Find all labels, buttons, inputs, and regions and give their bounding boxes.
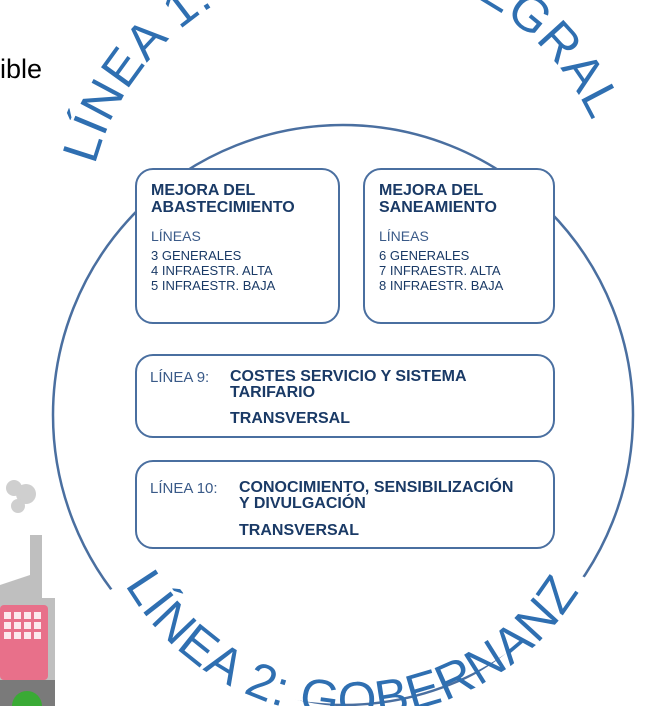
box-saneamiento-lines-heading: LÍNEAS xyxy=(379,228,429,244)
bottom-label-bg xyxy=(82,571,628,706)
box-linea-10-title-1: CONOCIMIENTO, SENSIBILIZACIÓN xyxy=(239,479,514,496)
ring-circle xyxy=(51,123,635,706)
box-linea-10: LÍNEA 10: CONOCIMIENTO, SENSIBILIZACIÓN … xyxy=(135,460,555,549)
partial-text: ible xyxy=(0,54,43,84)
ring-top-label: LÍNEA 1: CICLO INTEGRAL xyxy=(52,0,633,168)
box-saneamiento-item: 8 INFRAESTR. BAJA xyxy=(379,278,504,293)
box-saneamiento-title-1: MEJORA DEL xyxy=(379,182,484,199)
box-saneamiento-item: 7 INFRAESTR. ALTA xyxy=(379,263,501,278)
box-linea-10-tag: TRANSVERSAL xyxy=(239,522,360,539)
box-linea-9-title-1: COSTES SERVICIO Y SISTEMA xyxy=(230,368,467,385)
box-abastecimiento-lines-heading: LÍNEAS xyxy=(151,228,201,244)
box-saneamiento-title-2: SANEAMIENTO xyxy=(379,199,497,216)
box-linea-10-label: LÍNEA 10: xyxy=(150,480,218,497)
box-linea-10-title-2: Y DIVULGACIÓN xyxy=(239,495,366,512)
top-label-bg xyxy=(44,0,646,174)
box-abastecimiento-title-2: ABASTECIMIENTO xyxy=(151,199,295,216)
box-abastecimiento-item: 3 GENERALES xyxy=(151,248,242,263)
box-saneamiento-item: 6 GENERALES xyxy=(379,248,470,263)
ring-top-label-path: LÍNEA 1: CICLO INTEGRAL xyxy=(52,0,632,168)
box-linea-9-label: LÍNEA 9: xyxy=(150,369,210,386)
box-abastecimiento-item: 5 INFRAESTR. BAJA xyxy=(151,278,276,293)
box-linea-9: LÍNEA 9: COSTES SERVICIO Y SISTEMA TARIF… xyxy=(135,354,555,438)
box-abastecimiento: MEJORA DEL ABASTECIMIENTO LÍNEAS 3 GENER… xyxy=(135,168,340,324)
box-linea-9-title-2: TARIFARIO xyxy=(230,384,316,401)
factory-icon xyxy=(0,480,55,706)
box-abastecimiento-title-1: MEJORA DEL xyxy=(151,182,256,199)
box-linea-9-tag: TRANSVERSAL xyxy=(230,410,351,427)
box-abastecimiento-item: 4 INFRAESTR. ALTA xyxy=(151,263,273,278)
box-saneamiento: MEJORA DEL SANEAMIENTO LÍNEAS 6 GENERALE… xyxy=(363,168,555,324)
